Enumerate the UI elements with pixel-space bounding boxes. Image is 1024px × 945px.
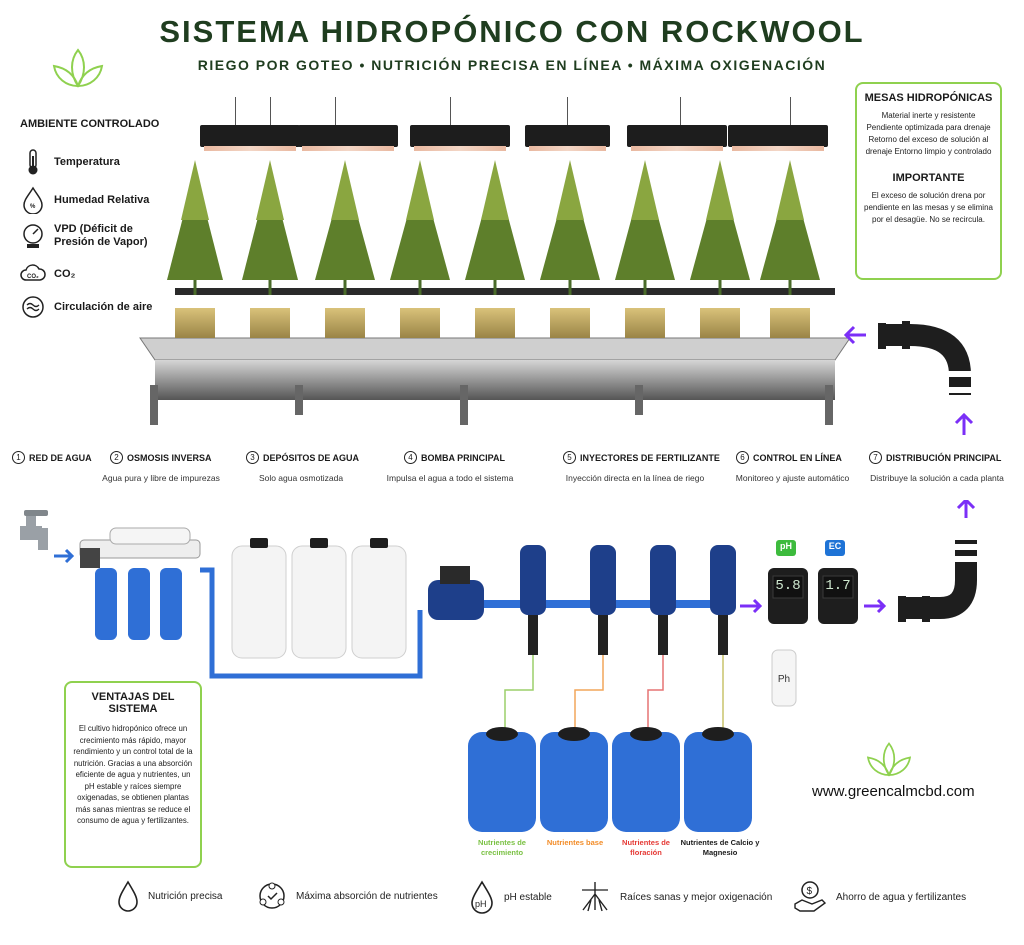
nutrient-label-calmag: Nutrientes de Calcio y Magnesio	[680, 838, 760, 857]
distribution-pipe-upper	[843, 321, 976, 435]
grow-light	[728, 125, 828, 151]
website-link[interactable]: www.greencalmcbd.com	[812, 783, 975, 800]
grow-light	[525, 125, 610, 151]
important-text: El exceso de solución drena por pendient…	[864, 191, 993, 224]
ph-readout: 5.8	[775, 578, 801, 594]
step-2-desc: Agua pura y libre de impurezas	[102, 473, 220, 483]
leaf-logo-icon	[52, 48, 104, 88]
svg-text:CO₂: CO₂	[27, 274, 39, 280]
env-label: Circulación de aire	[54, 301, 153, 313]
step-7-desc: Distribuye la solución a cada planta	[870, 473, 1004, 483]
benefit-item: Máxima absorción de nutrientes	[256, 880, 438, 912]
step-5-desc: Inyección directa en la línea de riego	[565, 473, 705, 483]
leaf-logo-icon	[866, 742, 912, 777]
thermometer-icon	[28, 149, 38, 175]
hydroponic-table-illustration	[139, 160, 851, 425]
grow-light	[200, 125, 300, 151]
important-title: IMPORTANTE	[892, 172, 965, 184]
roots-icon	[582, 882, 608, 912]
nutrient-label-bloom: Nutrientes de floración	[622, 838, 670, 857]
nutrient-cycle-icon	[259, 882, 285, 909]
env-item-temperature: Temperatura	[20, 148, 120, 176]
mesas-info-box: MESAS HIDROPÓNICAS Material inerte y res…	[855, 82, 1002, 280]
svg-text:pH: pH	[475, 899, 487, 909]
nutrient-label-base: Nutrientes base	[546, 838, 604, 847]
env-label: CO₂	[54, 268, 76, 280]
env-label: VPD (Déficit de Presión de Vapor)	[54, 223, 148, 248]
ph-bottle-label: Ph	[777, 674, 791, 685]
env-item-air: Circulación de aire	[20, 294, 152, 320]
mesas-text: Material inerte y resistente Pendiente o…	[865, 111, 992, 156]
irrigation-system-illustration	[20, 500, 982, 832]
ventajas-info-box: VENTAJAS DEL SISTEMA El cultivo hidropón…	[64, 681, 202, 868]
step-6-desc: Monitoreo y ajuste automático	[735, 473, 850, 483]
env-label: Humedad Relativa	[54, 194, 150, 206]
svg-text:$: $	[807, 886, 813, 897]
ec-readout: 1.7	[825, 578, 851, 594]
environment-title: AMBIENTE CONTROLADO	[20, 118, 160, 130]
benefit-item: Nutrición precisa	[116, 880, 222, 912]
step-3-desc: Solo agua osmotizada	[258, 473, 344, 483]
ph-tag: pH	[780, 541, 792, 551]
drop-icon	[118, 880, 138, 912]
co2-cloud-icon: CO₂	[20, 264, 46, 281]
benefit-item: pH pH estable	[468, 880, 552, 914]
page-subtitle: RIEGO POR GOTEO • NUTRICIÓN PRECISA EN L…	[197, 57, 827, 73]
env-item-humidity: % Humedad Relativa	[20, 186, 149, 214]
fertilizer-injectors	[520, 545, 736, 655]
ec-tag: EC	[828, 541, 842, 551]
page-title: SISTEMA HIDROPÓNICO CON ROCKWOOL	[159, 14, 865, 49]
savings-hand-icon: $	[794, 881, 827, 912]
env-label: Temperatura	[54, 156, 120, 168]
gauge-icon	[23, 224, 43, 248]
faucet-icon	[20, 510, 48, 550]
env-item-co2: CO₂ CO₂	[20, 262, 75, 286]
benefit-item: Raíces sanas y mejor oxigenación	[578, 880, 772, 914]
mesas-title: MESAS HIDROPÓNICAS	[864, 92, 993, 104]
nutrient-label-growth: Nutrientes de crecimiento	[478, 838, 526, 857]
benefit-item: $ Ahorro de agua y fertilizantes	[792, 880, 966, 914]
grow-light	[627, 125, 727, 151]
air-circulation-icon	[22, 296, 44, 318]
env-item-vpd: VPD (Déficit de Presión de Vapor)	[20, 222, 150, 250]
humidity-drop-icon: %	[23, 186, 43, 214]
step-4-desc: Impulsa el agua a todo el sistema	[386, 473, 514, 483]
svg-text:%: %	[30, 204, 36, 210]
ventajas-title: VENTAJAS DEL SISTEMA	[91, 691, 175, 715]
ventajas-text: El cultivo hidropónico ofrece un crecimi…	[73, 724, 193, 825]
ph-drop-icon: pH	[471, 880, 493, 914]
grow-light	[410, 125, 510, 151]
grow-light	[298, 125, 398, 151]
